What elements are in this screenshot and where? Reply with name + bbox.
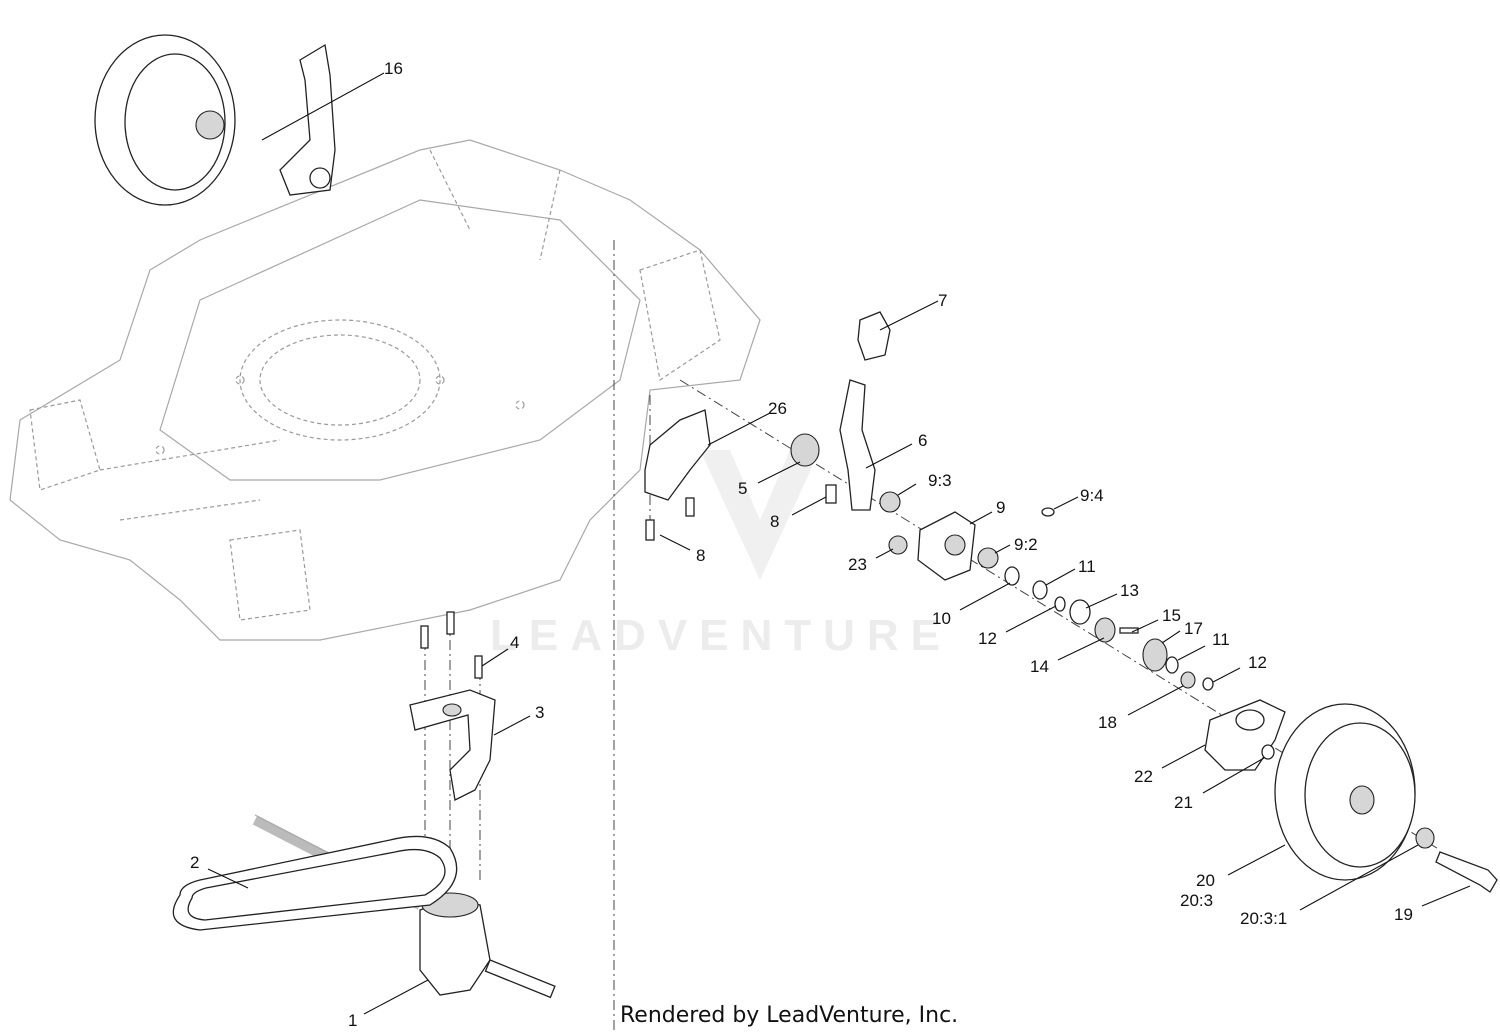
washer-10 — [1004, 566, 1020, 586]
bushing-5 — [790, 433, 820, 467]
bolt-8b — [645, 519, 655, 541]
callout-9: 9 — [996, 498, 1005, 517]
callout-8-b: 8 — [696, 546, 705, 565]
callout-15: 15 — [1162, 606, 1181, 625]
callout-20-3: 20:3 — [1180, 891, 1213, 910]
drive-belt-2 — [172, 835, 458, 931]
callout-20-3-1: 20:3:1 — [1240, 909, 1287, 928]
grease-fitting-9-4 — [1041, 507, 1055, 517]
watermark: LEADVENTURE — [490, 450, 952, 660]
height-adjust-lever-6 — [839, 379, 876, 511]
callout-labels: 16 7 26 6 5 9:3 8 9:4 9 8 23 9:2 11 10 1… — [190, 59, 1413, 1030]
callout-14: 14 — [1030, 657, 1049, 676]
wheel-bolt-19 — [1435, 851, 1498, 893]
callout-26: 26 — [768, 399, 787, 418]
pin-15 — [1119, 627, 1139, 634]
screw-4a — [420, 625, 429, 649]
screw-4c — [474, 655, 483, 679]
callout-12-a: 12 — [978, 629, 997, 648]
callout-23: 23 — [848, 555, 867, 574]
watermark-text: LEADVENTURE — [490, 611, 952, 660]
lever-grip-7 — [857, 311, 891, 361]
callout-11-b: 11 — [1212, 630, 1230, 649]
transmission-1 — [419, 892, 556, 999]
callout-9-4: 9:4 — [1080, 486, 1104, 505]
render-credit: Rendered by LeadVenture, Inc. — [620, 1003, 958, 1028]
washer-11b — [1165, 656, 1179, 674]
clip-12a — [1054, 596, 1066, 612]
washer-11a — [1032, 580, 1048, 600]
callout-21: 21 — [1174, 793, 1193, 812]
hub-cap-22 — [1204, 699, 1286, 771]
ratchet-plate-26 — [644, 409, 711, 501]
callout-9-2: 9:2 — [1014, 535, 1038, 554]
callout-7: 7 — [938, 291, 947, 310]
callout-2: 2 — [190, 853, 199, 872]
callout-1: 1 — [348, 1011, 357, 1030]
bolt-8c — [685, 497, 695, 517]
spacer-23 — [888, 535, 908, 555]
callout-5: 5 — [738, 479, 747, 498]
callout-18: 18 — [1098, 713, 1117, 732]
screw-4b — [446, 611, 455, 635]
callout-4: 4 — [510, 633, 519, 652]
ring-13 — [1069, 599, 1091, 625]
bushing-9-3 — [879, 491, 901, 513]
callout-17: 17 — [1184, 619, 1203, 638]
leader-lines — [207, 72, 1471, 1015]
watermark-logo — [700, 450, 820, 580]
rear-wheel-assembly — [94, 34, 336, 206]
gear-17 — [1142, 638, 1168, 672]
callout-3: 3 — [535, 703, 544, 722]
mower-deck-ghost — [9, 139, 761, 641]
callout-19: 19 — [1394, 905, 1413, 924]
callout-11-a: 11 — [1078, 557, 1096, 576]
callout-20: 20 — [1196, 871, 1215, 890]
callout-13: 13 — [1120, 581, 1139, 600]
clip-12b — [1202, 677, 1214, 691]
belt-cover-3 — [409, 689, 496, 801]
callout-8-a: 8 — [770, 512, 779, 531]
callout-6: 6 — [918, 431, 927, 450]
bushing-9-2 — [977, 547, 999, 569]
callout-12-b: 12 — [1248, 653, 1267, 672]
bushing-18 — [1180, 671, 1196, 689]
front-wheel-20 — [1274, 703, 1416, 881]
callout-22: 22 — [1134, 767, 1153, 786]
bearing-14 — [1094, 617, 1116, 643]
bolt-8a — [825, 484, 837, 504]
washer-21 — [1261, 744, 1275, 760]
callout-10: 10 — [932, 609, 951, 628]
callout-16: 16 — [384, 59, 403, 78]
callout-9-3: 9:3 — [928, 471, 952, 490]
wheel-bushing-20-3-1 — [1415, 827, 1435, 849]
